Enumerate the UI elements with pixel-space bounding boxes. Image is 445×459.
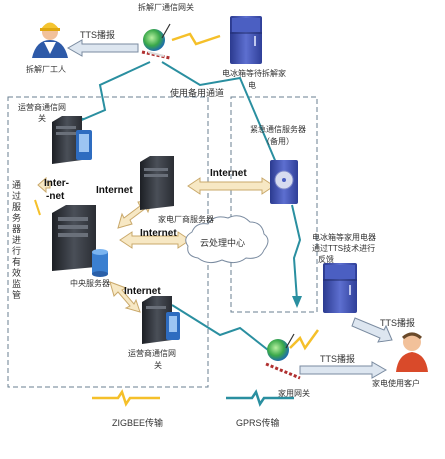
server-icon-central	[52, 205, 96, 271]
tts-label-top: TTS播报	[80, 29, 115, 40]
carrier-gateway-top-label: 运营商通信网	[18, 102, 66, 112]
fridge-icon	[230, 16, 262, 64]
carrier-gateway-top-label-2: 关	[38, 113, 46, 123]
customer-label: 家电使用客户	[372, 378, 420, 388]
right-group-box	[230, 96, 318, 313]
fridge-feedback-label-1: 电冰箱等家用电器	[312, 232, 376, 242]
zigbee-links	[171, 32, 320, 351]
inter-net-label: Inter-	[44, 178, 69, 189]
fridge-feedback-label-2: 通过TTS技术进行	[312, 243, 375, 253]
cloud-center-label: 云处理中心	[200, 237, 245, 248]
internet-left-label: Internet	[96, 185, 133, 196]
vendor-server-label: 家电厂商服务器	[158, 214, 214, 224]
internet-bottom-label: Internet	[124, 286, 161, 297]
backup-channel-label: 使用备用通道	[170, 87, 224, 98]
tts-label-bottom: TTS播报	[320, 353, 355, 364]
tts-arrows	[66, 39, 393, 379]
legend-zigbee-label: ZIGBEE传输	[112, 417, 163, 428]
top-gateway-label: 拆解厂通信网关	[138, 2, 194, 12]
carrier-gateway-bottom-label-2: 关	[154, 360, 162, 370]
legend	[92, 389, 294, 407]
tts-label-right: TTS播报	[380, 317, 415, 328]
server-icon-bottom	[142, 296, 180, 344]
gprs-links	[69, 61, 302, 351]
gateway-icon	[141, 23, 171, 60]
legend-gprs-label: GPRS传输	[236, 417, 280, 428]
fridge-feedback-label-3: 反馈	[318, 254, 334, 264]
monitoring-vertical-label: 通过服务器进行有效监管	[12, 180, 22, 300]
server-icon-vendor	[140, 156, 174, 210]
legend-zigbee-swatch	[92, 389, 160, 407]
database-icon	[92, 249, 108, 277]
server-icon	[52, 116, 92, 164]
internet-mid-label: Internet	[210, 168, 247, 179]
worker-icon	[32, 22, 68, 58]
emergency-server-label: 紧急通信服务器	[250, 124, 306, 134]
home-gateway-label: 家用网关	[278, 388, 310, 398]
cloud-icon	[185, 215, 269, 264]
worker-label: 拆解厂工人	[26, 64, 66, 74]
emergency-server-icon	[270, 160, 298, 204]
gprs-arrow-down	[292, 296, 302, 308]
emergency-server-label-2: （备用）	[262, 136, 294, 146]
zigbee-link-central	[34, 199, 41, 216]
internet-cloud-label: Internet	[140, 228, 177, 239]
fridge-waiting-label-2: 电	[248, 80, 256, 90]
home-gateway-icon	[265, 333, 301, 380]
legend-gprs-swatch	[226, 389, 294, 407]
inter-net-label-2: -net	[46, 191, 65, 202]
customer-icon	[396, 332, 428, 372]
fridge-waiting-label: 电冰箱等待拆解家	[222, 68, 286, 78]
carrier-gateway-bottom-label: 运营商通信网	[128, 348, 176, 358]
central-server-label: 中央服务器	[70, 278, 110, 288]
fridge-icon-2	[323, 263, 357, 313]
